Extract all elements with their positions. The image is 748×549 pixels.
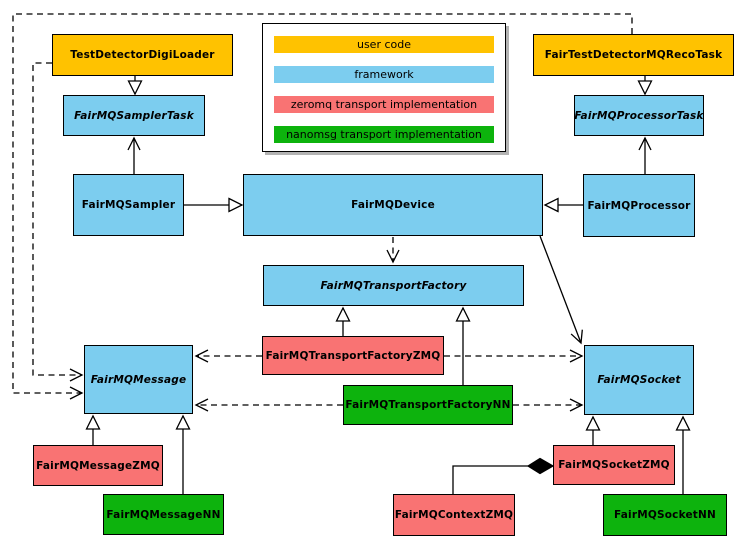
legend-item-user-code: user code [274, 36, 494, 53]
node-fairmqtransportfactoryzmq: FairMQTransportFactoryZMQ [262, 336, 444, 375]
node-fairmqmessagezmq: FairMQMessageZMQ [33, 445, 163, 486]
node-label: FairMQContextZMQ [394, 509, 514, 521]
node-label: FairTestDetectorMQRecoTask [544, 49, 723, 61]
node-testdetectordigiloader: TestDetectorDigiLoader [52, 34, 233, 76]
node-fairmqprocessortask: FairMQProcessorTask [574, 95, 704, 136]
node-label: FairMQTransportFactoryZMQ [265, 349, 441, 362]
node-fairmqmessagenn: FairMQMessageNN [103, 494, 224, 535]
node-label: FairMQMessageZMQ [36, 459, 160, 472]
edge-recoTask-message-dashed [12, 13, 633, 400]
node-fairmqsamplertask: FairMQSamplerTask [63, 95, 205, 136]
node-fairmqtransportfactory: FairMQTransportFactory [263, 265, 524, 306]
edge-contextZmq-socketZmq-composition [452, 465, 528, 494]
node-fairmqprocessor: FairMQProcessor [583, 174, 695, 237]
node-label: FairMQDevice [351, 199, 435, 211]
legend-label: user code [356, 38, 412, 51]
legend-label: nanomsg transport implementation [286, 128, 482, 141]
node-label: TestDetectorDigiLoader [70, 49, 215, 61]
node-fairmqdevice: FairMQDevice [243, 174, 543, 236]
node-label: FairMQSocket [597, 374, 681, 386]
node-label: FairMQProcessorTask [574, 109, 704, 122]
node-fairmqsocketnn: FairMQSocketNN [603, 494, 727, 536]
node-fairmqsocketzmq: FairMQSocketZMQ [553, 445, 675, 485]
edge-device-socket-arrow [539, 235, 583, 345]
legend: user code framework zeromq transport imp… [262, 23, 506, 152]
node-label: FairMQProcessor [587, 199, 691, 212]
node-label: FairMQSamplerTask [74, 109, 194, 122]
legend-item-framework: framework [274, 66, 494, 83]
node-label: FairMQMessageNN [106, 508, 221, 521]
node-label: FairMQTransportFactory [320, 279, 467, 292]
legend-label: zeromq transport implementation [290, 98, 478, 111]
composition-diamond [526, 457, 555, 475]
node-fairmqsocket: FairMQSocket [584, 345, 694, 415]
node-label: FairMQSocketZMQ [558, 459, 670, 471]
node-fairmqtransportfactorynn: FairMQTransportFactoryNN [343, 385, 513, 425]
node-fairmqcontextzmq: FairMQContextZMQ [393, 494, 515, 536]
legend-item-zeromq: zeromq transport implementation [274, 96, 494, 113]
node-label: FairMQMessage [90, 373, 187, 386]
legend-label: framework [354, 68, 414, 81]
legend-item-nanomsg: nanomsg transport implementation [274, 126, 494, 143]
node-label: FairMQTransportFactoryNN [345, 399, 511, 411]
node-fairmqmessage: FairMQMessage [84, 345, 193, 414]
node-fairtestdetectormqrecotask: FairTestDetectorMQRecoTask [533, 34, 734, 76]
node-label: FairMQSampler [81, 199, 176, 211]
node-fairmqsampler: FairMQSampler [73, 174, 184, 236]
node-label: FairMQSocketNN [613, 509, 716, 521]
